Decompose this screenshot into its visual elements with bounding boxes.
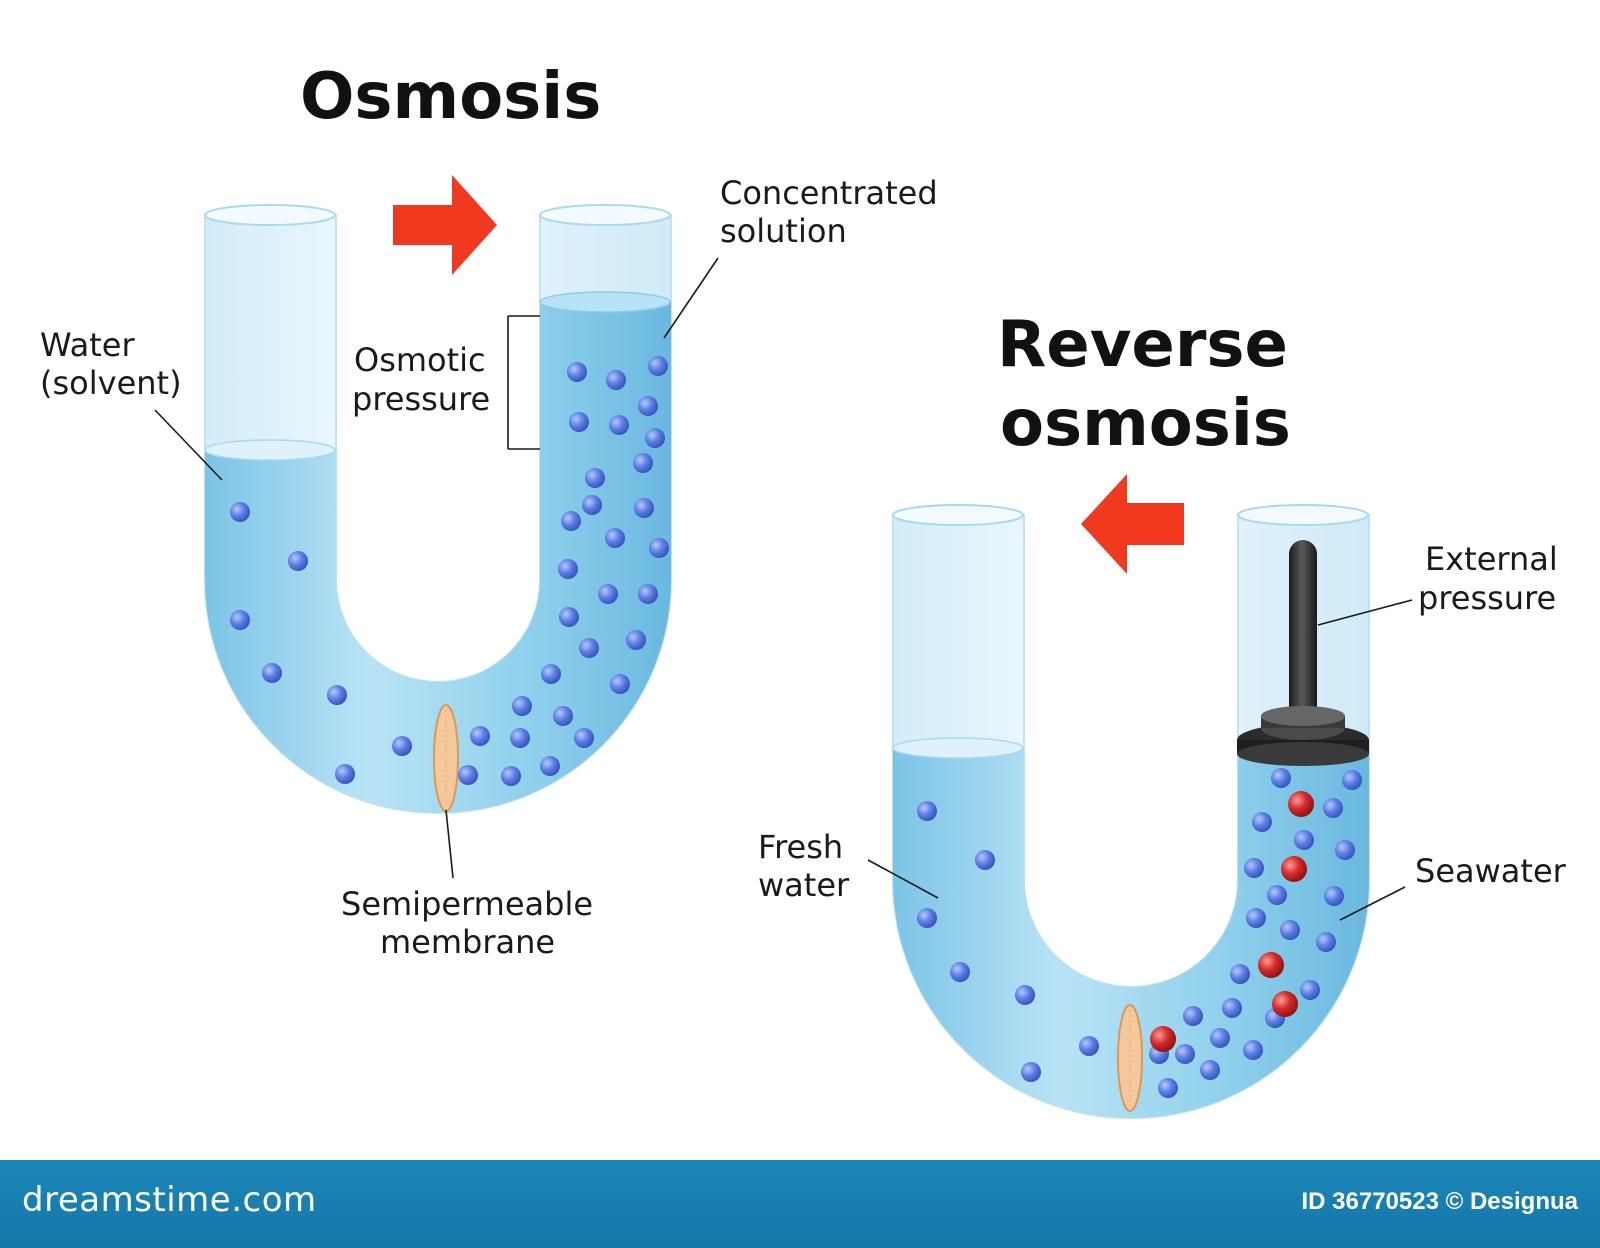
seawater-leader	[1339, 886, 1406, 921]
concentrated-solution-leader	[663, 257, 719, 339]
reverse-water	[892, 737, 1369, 1118]
osmosis-membrane-icon	[433, 704, 459, 812]
reverse-osmosis-title-line2: osmosis	[1000, 387, 1291, 461]
brand-logo-text[interactable]: dreamstime.com	[22, 1180, 317, 1220]
fresh-water-label-line1: Fresh	[758, 828, 843, 866]
osmotic-pressure-label-line2: pressure	[352, 380, 490, 418]
water-solvent-label-line1: Water	[40, 326, 135, 364]
semipermeable-membrane-label-line2: membrane	[380, 923, 555, 961]
external-pressure-label-line2: pressure	[1418, 579, 1556, 617]
semipermeable-membrane-leader	[445, 809, 454, 879]
seawater-label: Seawater	[1415, 852, 1567, 890]
water-solvent-label-line2: (solvent)	[40, 364, 182, 402]
arrow-left-icon	[1081, 474, 1184, 574]
fresh-water-label-line2: water	[758, 866, 850, 904]
footer-bar: dreamstime.com ID 36770523 © Designua	[0, 1160, 1600, 1248]
water-solvent-leader	[154, 409, 223, 481]
arrow-right-icon	[393, 175, 497, 275]
semipermeable-membrane-label-line1: Semipermeable	[341, 885, 593, 923]
osmosis-title: Osmosis	[300, 60, 601, 134]
reverse-red-particles	[1150, 791, 1314, 1052]
fresh-water-leader	[867, 859, 939, 899]
external-pressure-leader	[1317, 599, 1413, 626]
reverse-membrane-icon	[1117, 1004, 1143, 1112]
image-credit: ID 36770523 © Designua	[1301, 1188, 1579, 1215]
concentrated-solution-label-line2: solution	[720, 212, 847, 250]
osmosis-particles	[230, 356, 669, 786]
external-pressure-label-line1: External	[1425, 540, 1558, 578]
concentrated-solution-label-line1: Concentrated	[720, 174, 938, 212]
reverse-osmosis-title-line1: Reverse	[997, 308, 1288, 382]
osmosis-water	[204, 291, 671, 813]
reverse-blue-particles	[917, 768, 1362, 1098]
osmotic-pressure-bracket	[507, 315, 540, 450]
piston-icon	[1237, 540, 1369, 766]
osmotic-pressure-label-line1: Osmotic	[354, 341, 486, 379]
